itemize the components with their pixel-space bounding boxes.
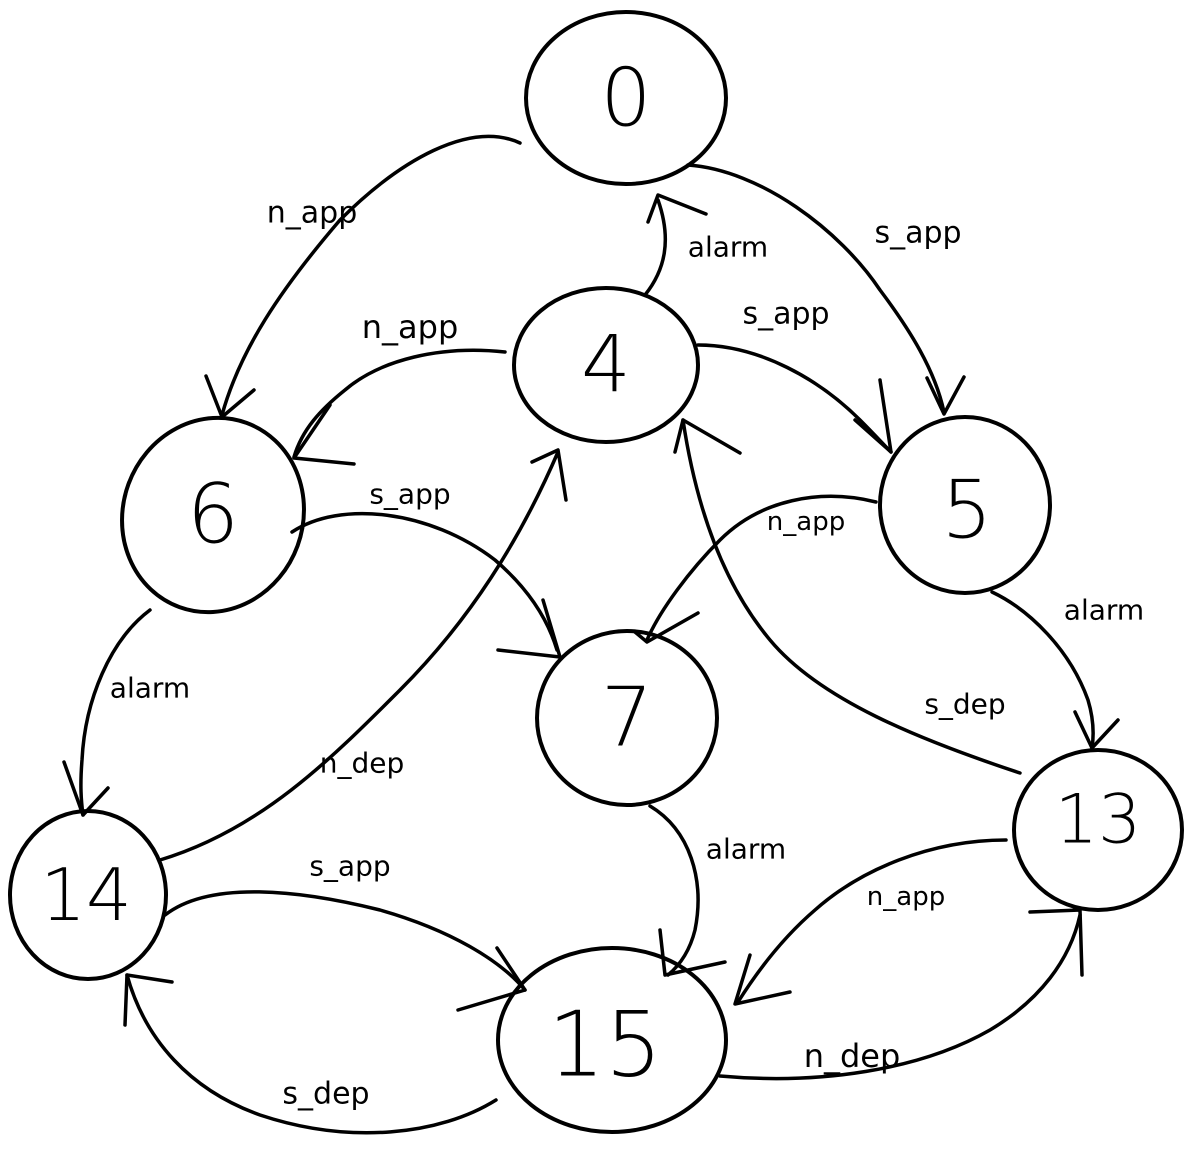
edge-label-15-13: n_dep	[804, 1037, 901, 1075]
state-node-14: 14	[8, 809, 168, 981]
state-label-15: 15	[548, 993, 663, 1098]
state-label-5: 5	[942, 464, 993, 557]
edge-0-to-6: n_app	[204, 134, 522, 419]
state-label-14: 14	[40, 853, 132, 937]
edge-label-13-15: n_app	[867, 882, 945, 912]
edge-4-to-0: alarm	[643, 193, 768, 297]
edge-4-to-6: n_app	[292, 308, 507, 466]
edge-14-to-4: n_dep	[158, 448, 568, 862]
edge-13-to-4: s_dep	[673, 418, 1022, 775]
edge-label-7-15: alarm	[706, 833, 786, 866]
edge-label-6-7: s_app	[369, 478, 450, 511]
state-label-6: 6	[187, 468, 239, 563]
edge-label-15-14: s_dep	[282, 1077, 369, 1112]
edge-label-4-5: s_app	[742, 297, 829, 332]
edge-label-6-14: alarm	[110, 672, 190, 705]
edge-label-14-4: n_dep	[320, 747, 405, 780]
state-node-15: 15	[496, 946, 728, 1134]
edge-13-to-15: n_app	[733, 838, 1008, 1006]
edge-14-to-15: s_app	[163, 850, 527, 1012]
edge-label-0-6: n_app	[267, 196, 357, 231]
edge-15-to-14: s_dep	[123, 973, 498, 1135]
edge-5-to-13: alarm	[990, 590, 1144, 750]
edge-label-4-6: n_app	[362, 308, 459, 346]
state-node-4: 4	[512, 286, 700, 444]
state-label-4: 4	[581, 320, 631, 410]
edge-label-0-5: s_app	[874, 216, 961, 251]
state-node-5: 5	[878, 415, 1052, 595]
edge-6-to-7: s_app	[290, 478, 562, 659]
edge-label-4-0: alarm	[688, 231, 768, 264]
state-label-0: 0	[601, 52, 652, 145]
state-label-13: 13	[1055, 781, 1142, 860]
edge-label-5-7: n_app	[767, 507, 845, 537]
state-node-0: 0	[524, 10, 728, 186]
state-node-7: 7	[535, 629, 719, 807]
edge-6-to-14: alarm	[62, 608, 190, 817]
edge-5-to-7: n_app	[633, 494, 878, 644]
state-label-7: 7	[601, 671, 653, 766]
edge-4-to-5: s_app	[696, 297, 893, 454]
state-node-13: 13	[1012, 748, 1184, 912]
edge-label-14-15: s_app	[309, 850, 390, 883]
edge-7-to-15: alarm	[648, 804, 786, 977]
edge-label-13-4: s_dep	[924, 688, 1005, 721]
edge-label-5-13: alarm	[1064, 594, 1144, 627]
state-node-6: 6	[120, 415, 306, 615]
edge-0-to-5: s_app	[686, 163, 966, 416]
